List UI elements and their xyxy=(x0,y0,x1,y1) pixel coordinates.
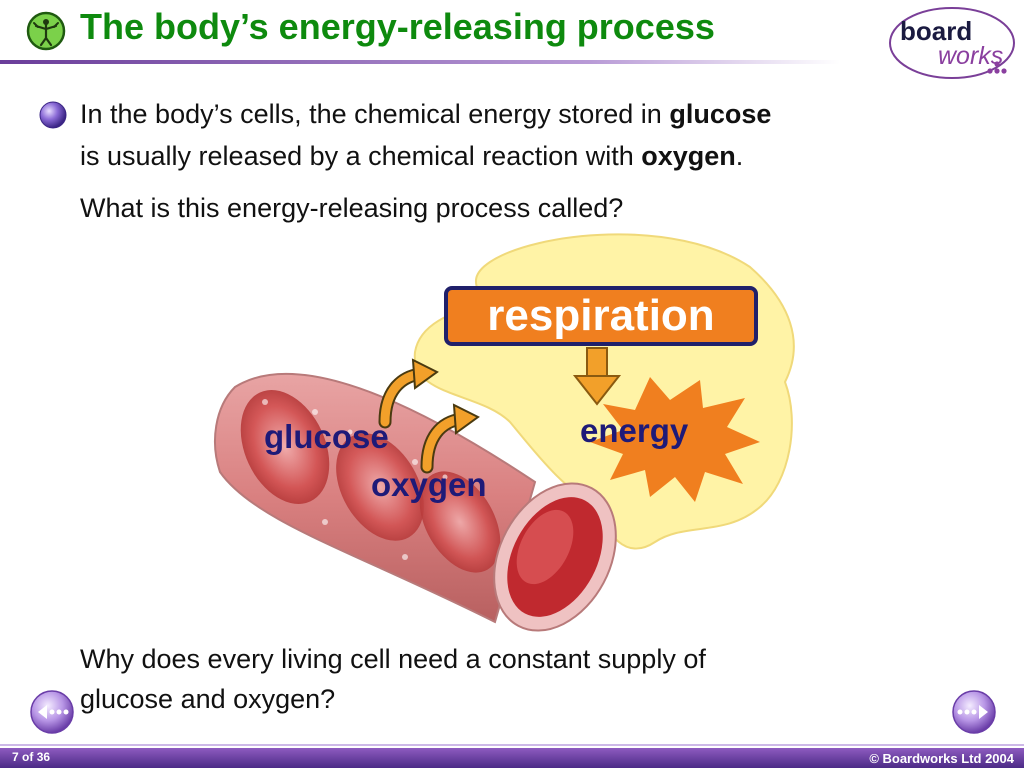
footer-divider xyxy=(0,744,1024,746)
page-counter: 7 of 36 xyxy=(12,750,51,764)
boardworks-logo: board works xyxy=(889,7,1015,79)
title-divider xyxy=(0,60,840,64)
science-figure-icon xyxy=(26,11,66,51)
oxygen-arrow xyxy=(420,403,480,474)
glucose-arrow xyxy=(378,358,439,429)
page-title: The body’s energy-releasing process xyxy=(80,6,715,47)
energy-starburst xyxy=(590,377,760,502)
glucose-label: glucose xyxy=(264,418,389,455)
intro-line-1: In the body’s cells, the chemical energy… xyxy=(80,99,772,129)
glucose-term: glucose xyxy=(669,99,772,129)
question-1: What is this energy-releasing process ca… xyxy=(80,193,624,223)
respiration-to-energy-arrow xyxy=(572,347,622,406)
oxygen-label: oxygen xyxy=(371,466,487,503)
svg-text:board: board xyxy=(900,16,972,46)
respiration-box: respiration xyxy=(444,286,758,346)
blood-vessel xyxy=(214,372,617,632)
question-2-line-1: Why does every living cell need a consta… xyxy=(80,644,706,674)
footer-bar xyxy=(0,748,1024,768)
intro-line-2: is usually released by a chemical reacti… xyxy=(80,141,744,171)
svg-text:works: works xyxy=(938,42,1003,70)
next-slide-icon[interactable] xyxy=(950,688,998,736)
previous-slide-icon[interactable] xyxy=(28,688,76,736)
question-2-line-2: glucose and oxygen? xyxy=(80,684,336,714)
copyright: © Boardworks Ltd 2004 xyxy=(869,751,1014,766)
oxygen-term: oxygen xyxy=(641,141,736,171)
energy-label: energy xyxy=(580,412,689,449)
purple-bullet-icon xyxy=(39,101,67,129)
